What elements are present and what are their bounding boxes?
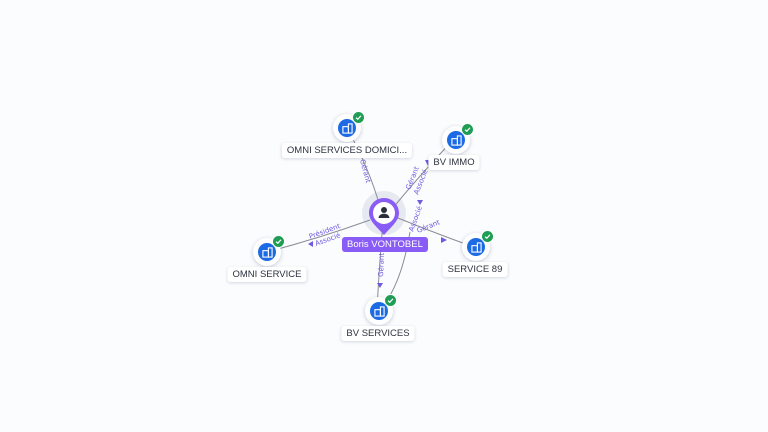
company-node-omni-services-domicile[interactable] [333, 111, 365, 142]
company-label-bv-immo[interactable]: BV IMMO [428, 155, 480, 170]
arrow-omni-service [308, 241, 313, 247]
company-label-omni-services-domicile[interactable]: OMNI SERVICES DOMICI... [281, 143, 413, 158]
company-node-omni-service[interactable] [253, 235, 285, 266]
verified-check-icon [481, 230, 494, 243]
building-icon [447, 131, 465, 149]
company-node-bv-services[interactable] [365, 294, 397, 325]
arrow-bv-immo-secondary [417, 200, 423, 205]
relation-label-omni-services-domicile: Gérant [358, 158, 372, 184]
relation-label-service-89-gerant: Gérant [416, 218, 442, 235]
company-node-bv-immo[interactable] [442, 123, 474, 154]
building-icon [370, 302, 388, 320]
company-label-service-89[interactable]: SERVICE 89 [442, 262, 508, 277]
company-label-bv-services[interactable]: BV SERVICES [341, 326, 415, 341]
arrow-bv-services [377, 283, 383, 288]
arrow-service-89 [441, 237, 447, 243]
verified-check-icon [272, 235, 285, 248]
verified-check-icon [352, 111, 365, 124]
company-label-omni-service[interactable]: OMNI SERVICE [227, 267, 307, 282]
building-icon [338, 119, 356, 137]
building-icon [258, 243, 276, 261]
person-icon [369, 198, 399, 235]
center-person-label[interactable]: Boris VONTOBEL [342, 237, 428, 252]
company-node-service-89[interactable] [462, 230, 494, 261]
building-icon [467, 238, 485, 256]
relation-label-bv-services: Gérant [377, 252, 386, 277]
verified-check-icon [384, 294, 397, 307]
verified-check-icon [461, 123, 474, 136]
center-person-node[interactable] [368, 197, 400, 235]
